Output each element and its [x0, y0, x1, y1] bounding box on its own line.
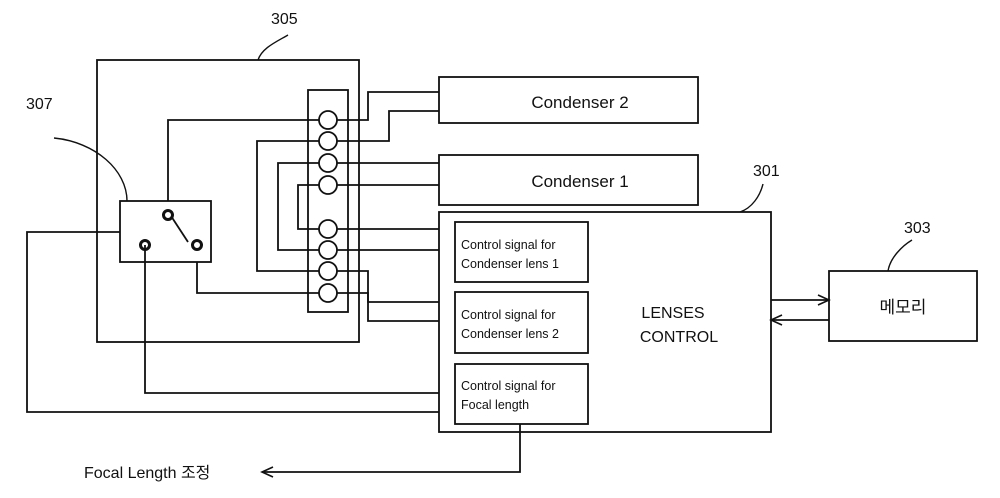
- ref-label-305: 305: [271, 11, 298, 28]
- signal-2-line1: Control signal for: [461, 308, 556, 322]
- terminal-pin-2: [319, 132, 337, 150]
- controller-title-line1: LENSES: [641, 305, 704, 322]
- terminal-pin-3: [319, 154, 337, 172]
- ref-label-307: 307: [26, 96, 53, 113]
- condenser-2-label: Condenser 2: [531, 93, 628, 112]
- focal-length-output-label: Focal Length 조정: [84, 464, 210, 482]
- signal-2-line2: Condenser lens 2: [461, 327, 559, 341]
- signal-1-line2: Condenser lens 1: [461, 257, 559, 271]
- leader-303: [888, 240, 912, 271]
- signal-1-line1: Control signal for: [461, 238, 556, 252]
- switch-contact-right: [193, 241, 202, 250]
- terminal-pin-1: [319, 111, 337, 129]
- signal-3-line2: Focal length: [461, 398, 529, 412]
- ref-label-303: 303: [904, 220, 931, 237]
- signal-3-line1: Control signal for: [461, 379, 556, 393]
- terminal-pin-7: [319, 262, 337, 280]
- ref-label-301: 301: [753, 163, 780, 180]
- signal-box-focal-length: [455, 364, 588, 424]
- signal-box-condenser-lens-2: [455, 292, 588, 353]
- terminal-pin-6: [319, 241, 337, 259]
- terminal-pin-5: [319, 220, 337, 238]
- leader-301: [740, 184, 763, 212]
- memory-label: 메모리: [880, 298, 927, 317]
- switch-contact-common: [164, 211, 173, 220]
- terminal-pin-4: [319, 176, 337, 194]
- controller-title-line2: CONTROL: [640, 329, 718, 346]
- condenser-1-label: Condenser 1: [531, 172, 628, 191]
- leader-305: [258, 35, 288, 60]
- signal-box-condenser-lens-1: [455, 222, 588, 282]
- terminal-pin-8: [319, 284, 337, 302]
